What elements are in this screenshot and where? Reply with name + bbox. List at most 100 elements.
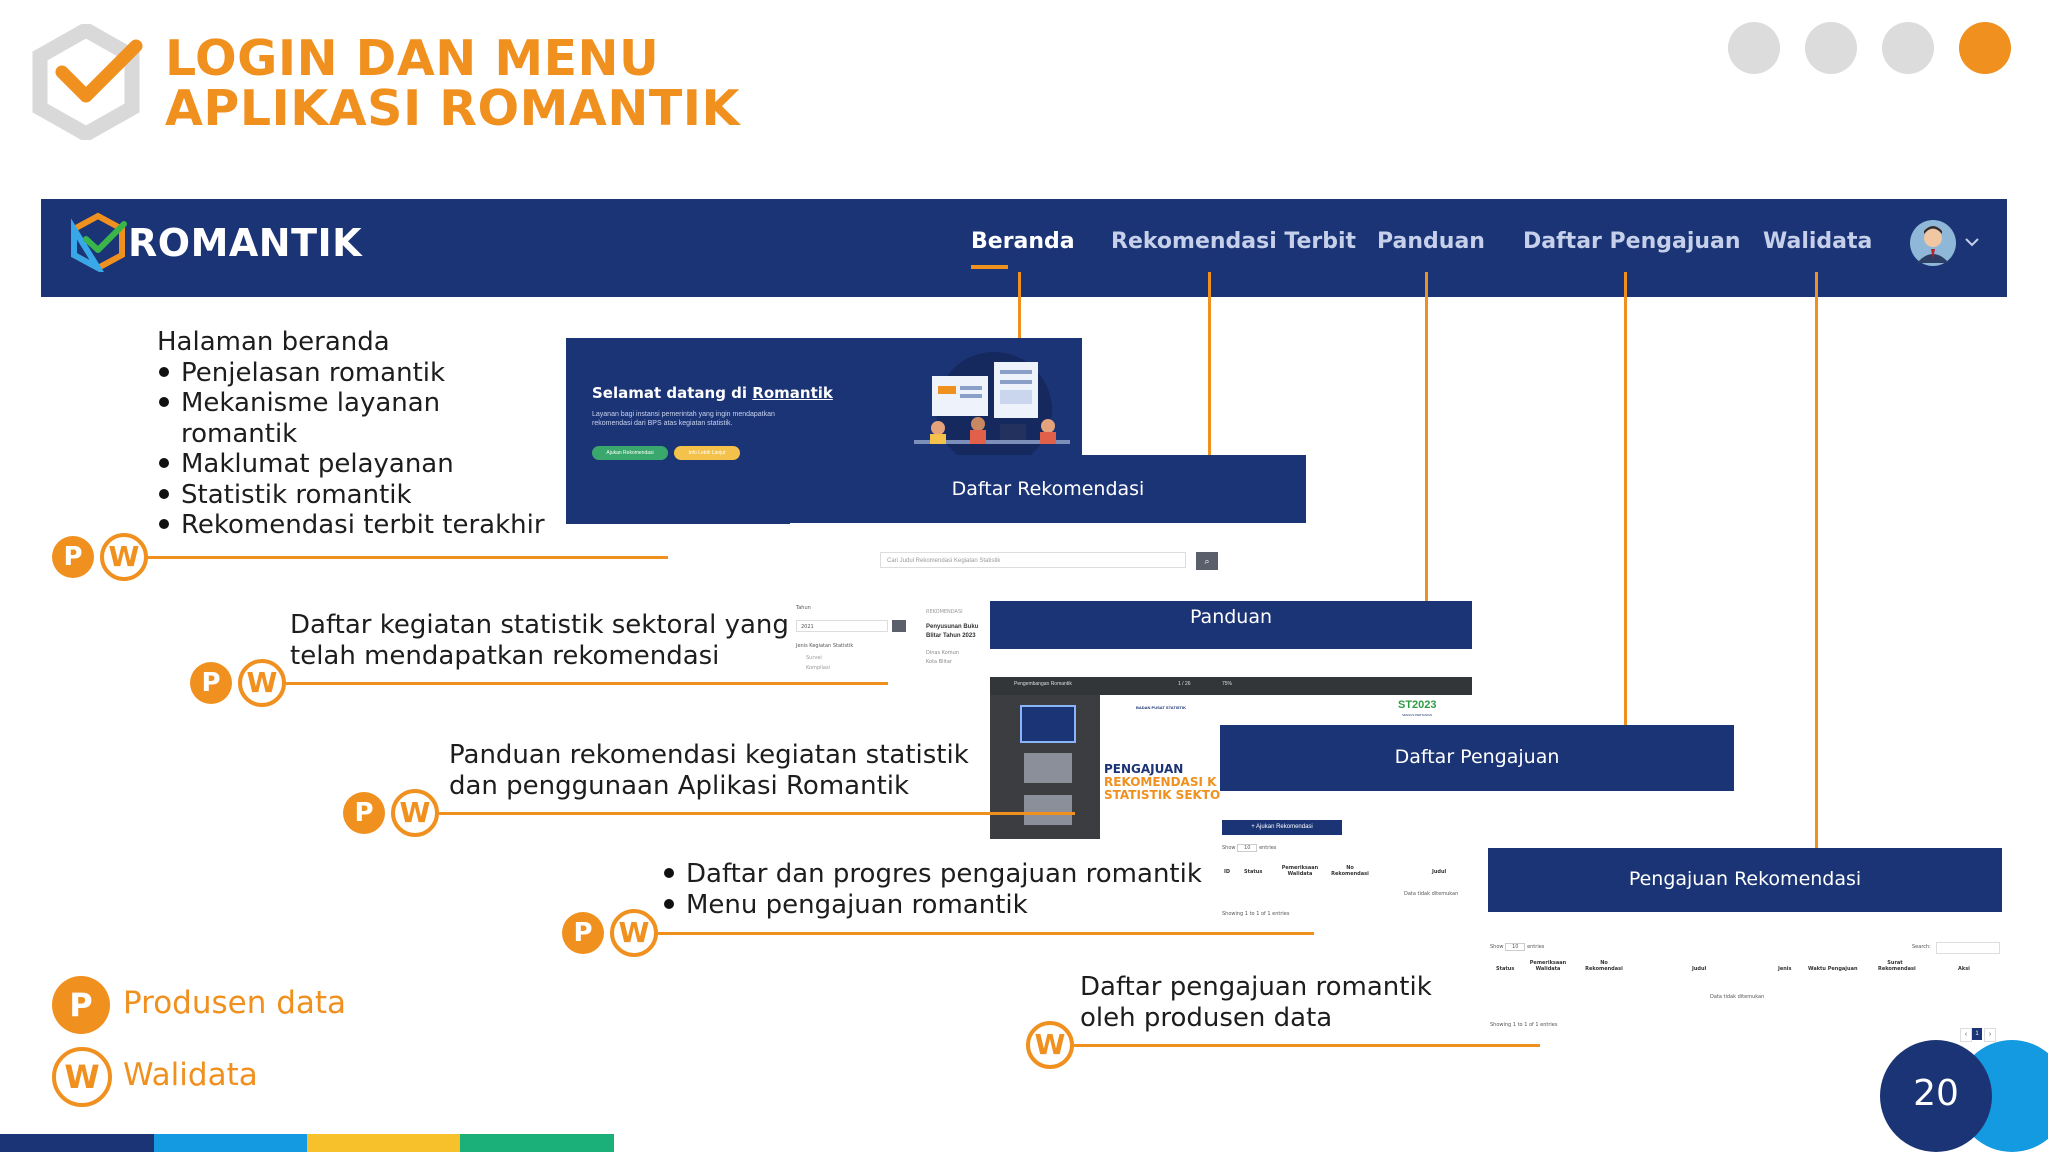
rekomendasi-line-1: Daftar kegiatan statistik sektoral yang <box>290 610 789 640</box>
pr-show-select[interactable]: 10 <box>1505 943 1526 951</box>
p-badge: P <box>343 792 385 834</box>
pr-show-entries: Show 10 entries <box>1490 943 1545 951</box>
pr-pager-next[interactable]: › <box>1984 1028 1996 1042</box>
dp-show-select[interactable]: 10 <box>1237 844 1258 852</box>
filter-jenis-label: Jenis Kegiatan Statistik <box>796 643 854 649</box>
pr-empty-text: Data tidak ditemukan <box>1710 994 1765 1000</box>
card-small-label: REKOMENDASI <box>926 609 963 615</box>
panduan-line-2: dan penggunaan Aplikasi Romantik <box>449 770 910 801</box>
legend-w-badge: W <box>52 1047 112 1107</box>
pdf-zoom[interactable]: 75% <box>1222 681 1233 687</box>
dp-col-no-rekomendasi[interactable]: No Rekomendasi <box>1331 865 1369 877</box>
connector-daftar-pengajuan <box>1624 272 1627 761</box>
page-number-circle <box>1880 1040 1992 1152</box>
daftar-pengajuan-banner: Daftar Pengajuan <box>1220 725 1734 791</box>
pr-search-input[interactable] <box>1936 942 2000 954</box>
pdf-pages: 1 / 26 <box>1178 681 1191 687</box>
user-avatar[interactable] <box>1909 219 1957 267</box>
app-navbar <box>41 199 2007 297</box>
beranda-bullet-4: Statistik romantik <box>157 480 545 511</box>
slide-title-line2: APLIKASI ROMANTIK <box>165 80 740 137</box>
dp-col-id[interactable]: ID <box>1224 869 1231 875</box>
pr-col-judul[interactable]: Judul <box>1692 966 1707 972</box>
brand-logo-icon <box>71 212 127 272</box>
progress-dot-3 <box>1882 22 1934 74</box>
filter-search-button[interactable] <box>892 620 906 632</box>
pdf-logo-sub: SENSUS PERTANIAN <box>1402 713 1433 717</box>
dp-col-judul[interactable]: Judul <box>1432 869 1447 875</box>
nav-panduan[interactable]: Panduan <box>1377 229 1485 254</box>
filter-tahun-select[interactable]: 2021 <box>796 620 888 632</box>
pr-showing-text: Showing 1 to 1 of 1 entries <box>1490 1022 1558 1028</box>
slide-logo <box>32 24 143 140</box>
rekomendasi-line-2: telah mendapatkan rekomendasi <box>290 640 720 671</box>
pr-col-aksi[interactable]: Aksi <box>1958 966 1970 972</box>
dp-col-pemeriksaan[interactable]: Pemeriksaan Walidata <box>1281 865 1319 877</box>
pr-pager-page-1[interactable]: 1 <box>1972 1028 1982 1040</box>
pengajuan-bullet-1: Daftar dan progres pengajuan romantik <box>662 859 1202 890</box>
footer-strip-green <box>460 1134 614 1152</box>
progress-dot-4-active <box>1959 22 2011 74</box>
rekomendasi-search-input[interactable]: Cari Judul Rekomendasi Kegiatan Statisti… <box>880 552 1186 568</box>
hero-title-brand: Romantik <box>752 384 833 402</box>
beranda-bullet-3: Maklumat pelayanan <box>157 449 545 480</box>
pdf-title: Pengembangan Romantik <box>1014 681 1072 687</box>
nav-walidata[interactable]: Walidata <box>1763 229 1873 254</box>
pr-col-jenis[interactable]: Jenis <box>1778 966 1792 972</box>
pr-col-status[interactable]: Status <box>1496 966 1515 972</box>
pdf-thumbnail-1[interactable] <box>1020 705 1076 743</box>
nav-rekomendasi-terbit[interactable]: Rekomendasi Terbit <box>1111 229 1357 254</box>
legend-p-badge: P <box>52 976 110 1034</box>
dp-col-status[interactable]: Status <box>1244 869 1263 875</box>
hero-illustration <box>914 352 1070 466</box>
pr-col-no-rekomendasi[interactable]: No Rekomendasi <box>1585 960 1623 972</box>
annotation-walidata: Daftar pengajuan romantik oleh produsen … <box>1080 972 1432 1033</box>
pengajuan-bullet-2: Menu pengajuan romantik <box>662 890 1202 921</box>
p-badge: P <box>190 662 232 704</box>
panduan-banner: Panduan <box>990 601 1472 649</box>
connector-walidata <box>1815 272 1818 866</box>
panduan-line-1: Panduan rekomendasi kegiatan statistik <box>449 740 969 770</box>
ajukan-rekomendasi-button[interactable]: + Ajukan Rekomendasi <box>1222 820 1342 835</box>
w-badge: W <box>238 659 286 707</box>
pointer-beranda <box>148 556 668 559</box>
dp-showing-text: Showing 1 to 1 of 1 entries <box>1222 911 1290 917</box>
filter-option-survei[interactable]: Survei <box>806 655 822 661</box>
pdf-thumbnail-2[interactable] <box>1024 753 1072 783</box>
hero-ajukan-button[interactable]: Ajukan Rekomendasi <box>592 446 668 460</box>
pr-pager-prev[interactable]: ‹ <box>1960 1028 1972 1042</box>
chevron-down-icon[interactable] <box>1964 236 1980 248</box>
dp-empty-text: Data tidak ditemukan <box>1404 891 1459 897</box>
connector-beranda <box>1018 272 1021 356</box>
pointer-panduan <box>439 812 1075 815</box>
pr-col-waktu[interactable]: Waktu Pengajuan <box>1808 966 1858 972</box>
app-brand[interactable]: ROMANTIK <box>128 221 363 265</box>
pdf-logo: ST2023 <box>1398 699 1437 711</box>
legend-w-label: Walidata <box>123 1057 258 1093</box>
pointer-pengajuan <box>658 932 1314 935</box>
pdf-org: BADAN PUSAT STATISTIK <box>1136 705 1186 710</box>
walidata-line-1: Daftar pengajuan romantik <box>1080 972 1432 1002</box>
hero-info-button[interactable]: Info Lebih Lanjut <box>674 446 740 460</box>
nav-daftar-pengajuan[interactable]: Daftar Pengajuan <box>1523 229 1741 254</box>
nav-beranda[interactable]: Beranda <box>971 229 1075 254</box>
hero-title: Selamat datang di <box>592 384 753 402</box>
beranda-bullet-5: Rekomendasi terbit terakhir <box>157 510 545 541</box>
rekomendasi-search-button[interactable]: ⌕ <box>1196 552 1218 570</box>
footer-strip-yellow <box>307 1134 460 1152</box>
w-badge: W <box>1026 1021 1074 1069</box>
pr-col-surat[interactable]: Surat Rekomendasi <box>1878 960 1916 972</box>
pdf-thumbnail-3[interactable] <box>1024 795 1072 825</box>
pr-col-pemeriksaan[interactable]: Pemeriksaan Walidata <box>1529 960 1567 972</box>
progress-dot-2 <box>1805 22 1857 74</box>
card-title[interactable]: Penyusunan Buku Blitar Tahun 2023 <box>926 624 979 639</box>
p-badge: P <box>562 912 604 954</box>
pengajuan-rekomendasi-screenshot: Pengajuan Rekomendasi Show 10 entries Se… <box>1488 848 2002 1044</box>
annotation-panduan: Panduan rekomendasi kegiatan statistik d… <box>449 740 969 801</box>
filter-option-kompilasi[interactable]: Kompilasi <box>806 665 830 671</box>
progress-dot-1 <box>1728 22 1780 74</box>
footer-strip-blue <box>154 1134 307 1152</box>
p-badge: P <box>52 536 94 578</box>
w-badge: W <box>100 533 148 581</box>
pointer-rekomendasi <box>286 682 888 685</box>
